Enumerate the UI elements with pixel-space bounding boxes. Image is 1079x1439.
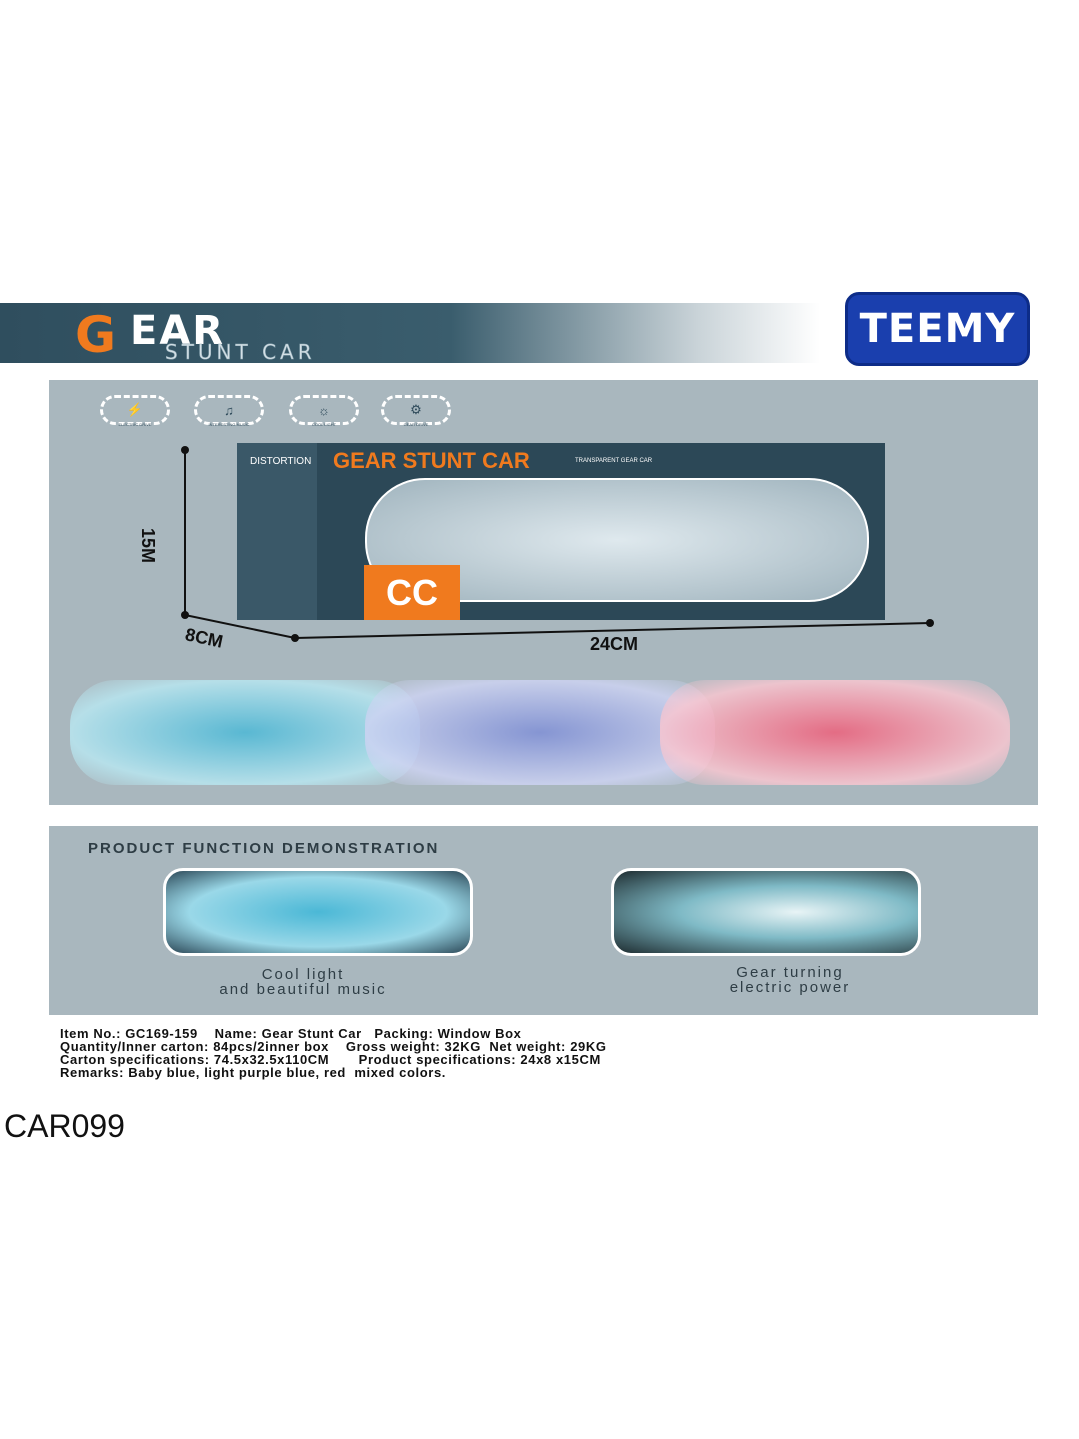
product-code: CAR099 (4, 1108, 125, 1144)
car-light-purple-blue (365, 680, 715, 785)
title-banner (0, 303, 820, 363)
logo-gear-letter: G (75, 306, 117, 364)
lightning-icon: ⚡ (100, 395, 170, 425)
gear-icon: ⚙ (381, 395, 451, 425)
light-icon: ☼ (289, 395, 359, 425)
height-label: 15M (138, 527, 159, 564)
teemy-logo: TEEMY (845, 292, 1030, 366)
dimension-lines (181, 446, 934, 642)
width-label: 24CM (590, 634, 639, 654)
logo-subtitle: STUNT CAR (165, 340, 316, 365)
box-logo: GEAR STUNT CAR (333, 448, 530, 473)
box-side-title: DISTORTION (250, 456, 312, 467)
feature-label: INTERESTING MUSIC (208, 422, 250, 427)
music-icon: ♫ (194, 395, 264, 425)
spec-text: Item No.: GC169-159 Name: Gear Stunt Car… (60, 1026, 607, 1080)
demo-image-light (163, 868, 473, 956)
car-baby-blue (70, 680, 420, 785)
box-side (237, 443, 317, 620)
feature-label: GEAR DRIVE (403, 422, 429, 427)
logo-text: EAR (130, 308, 226, 354)
demo-title: PRODUCT FUNCTION DEMONSTRATION (88, 840, 440, 857)
box-subtitle: TRANSPARENT GEAR CAR (575, 458, 653, 464)
feature-label: ELECTRIC DRIVE (118, 422, 152, 427)
car-red (660, 680, 1010, 785)
width-line (294, 622, 931, 639)
demo-image-gear (611, 868, 921, 956)
box-badge: CC (364, 565, 460, 620)
feature-label: COOL LIGHT (311, 422, 337, 427)
depth-line (184, 614, 296, 639)
